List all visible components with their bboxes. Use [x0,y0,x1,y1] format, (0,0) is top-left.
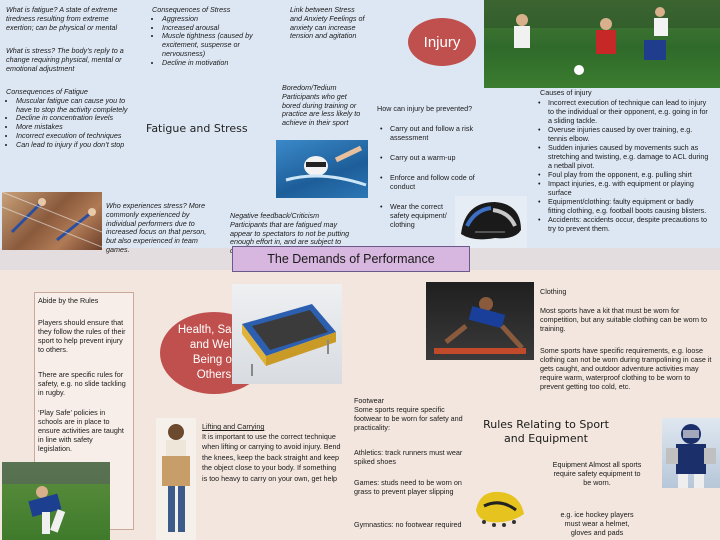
list-item: •Equipment/clothing: faulty equipment or… [538,197,707,215]
cause-item-label: Overuse injuries caused by over training… [548,125,693,143]
abide-para-2: There are specific rules for safety, e.g… [38,370,126,397]
cause-item-label: Accidents: accidents occur, despite prec… [548,215,708,233]
rules-title: Rules Relating to Sport and Equipment [483,418,609,446]
prevent-title: How can injury be prevented? [377,104,473,113]
consequences-stress-title: Consequences of Stress [152,5,231,14]
cause-item-label: Incorrect execution of technique can lea… [548,98,708,125]
causes-title: Causes of injury [540,88,592,97]
abide-para-1: Players should ensure that they follow t… [38,318,126,354]
list-item: •Impact injuries, e.g. with equipment or… [538,179,694,197]
trampoline-photo [232,284,342,384]
prevent-item-label: Carry out and follow a risk assessment [390,124,474,142]
equipment-para-1: Equipment Almost all sports require safe… [552,460,642,487]
prevent-item-label: Enforce and follow code of conduct [390,173,475,191]
list-item: Incorrect execution of techniques [16,131,136,141]
boredom-tedium: Boredom/Tedium Participants who get bore… [282,83,361,128]
list-item: Muscle tightness (caused by excitement, … [162,31,282,58]
list-item: •Enforce and follow code of conduct [380,173,475,191]
injury-title-badge: Injury [408,18,476,66]
rules-panel [352,270,720,540]
footwear-para-3: Games: studs need to be worn on grass to… [354,478,462,496]
consequences-stress-list: Aggression Increased arousal Muscle tigh… [152,14,282,68]
banner-title: The Demands of Performance [267,252,435,266]
cause-item-label: Equipment/clothing: faulty equipment or … [548,197,707,215]
cycling-helmet-photo [455,196,527,248]
abide-para-3: ‘Play Safe’ policies in schools are in p… [38,408,124,453]
clothing-para-1: Most sports have a kit that must be worn… [540,306,708,333]
demands-banner: The Demands of Performance [232,246,470,272]
consequences-stress: Consequences of Stress Aggression Increa… [152,5,282,68]
list-item: •Carry out and follow a risk assessment [380,124,474,142]
ice-hockey-photo [662,418,720,488]
swimmer-photo [276,140,368,198]
list-item: •Overuse injuries caused by over trainin… [538,125,693,143]
consequences-fatigue-list: Muscular fatigue can cause you to have t… [6,96,136,150]
lifting-title: Lifting and Carrying [202,422,265,431]
footwear-para-1: Some sports require specific footwear to… [354,405,463,432]
list-item: Muscular fatigue can cause you to have t… [16,96,136,115]
clothing-para-2: Some sports have specific requirements, … [540,346,712,391]
list-item: •Sudden injuries caused by movements suc… [538,143,709,170]
who-experiences-stress: Who experiences stress? More commonly ex… [106,201,207,254]
footwear-para-2: Athletics: track runners must wear spike… [354,448,463,466]
lifting-box-photo [156,418,196,540]
prevent-item-label: Wear the correct safety equipment/ cloth… [390,202,447,229]
spiked-shoe-photo [470,470,530,540]
list-item: •Wear the correct safety equipment/ clot… [380,202,447,229]
list-item: Decline in concentration levels [16,114,136,123]
list-item: •Accidents: accidents occur, despite pre… [538,215,708,233]
injury-title: Injury [423,33,461,51]
cause-item-label: Sudden injuries caused by movements such… [548,143,709,170]
prevent-item-label: Carry out a warm-up [390,153,456,162]
fatigued-runners-photo [2,192,102,250]
list-item: •Foul play from the opponent, e.g. pulli… [538,170,692,179]
cause-item-label: Foul play from the opponent, e.g. pullin… [548,170,692,179]
list-item: Can lead to injury if you don’t stop [16,140,136,150]
sprinter-photo [426,282,534,360]
list-item: More mistakes [16,122,136,132]
lifting-text: It is important to use the correct techn… [202,432,341,483]
clothing-title: Clothing [540,287,567,296]
footwear-para-4: Gymnastics: no footwear required [354,520,462,529]
consequences-fatigue-title: Consequences of Fatigue [6,87,88,96]
list-item: •Carry out a warm-up [380,153,456,162]
equipment-para-2: e.g. ice hockey players must wear a helm… [560,510,634,537]
list-item: Decline in motivation [162,58,282,68]
list-item: Increased arousal [162,23,282,33]
fatigue-stress-title: Fatigue and Stress [146,122,248,135]
list-item: Aggression [162,14,282,24]
consequences-fatigue: Consequences of Fatigue Muscular fatigue… [6,87,136,150]
rugby-injury-photo [2,462,110,540]
abide-title: Abide by the Rules [38,296,99,305]
link-stress-anxiety: Link between Stress and Anxiety Feelings… [290,5,365,41]
cause-item-label: Impact injuries, e.g. with equipment or … [548,179,694,197]
footwear-title: Footwear [354,396,384,405]
what-is-fatigue: What is fatigue? A state of extreme tire… [6,5,118,32]
football-tackle-photo [484,0,720,88]
prevent-list: •Carry out and follow a risk assessment … [380,124,492,229]
list-item: •Incorrect execution of technique can le… [538,98,708,125]
what-is-stress: What is stress? The body’s reply to a ch… [6,46,124,73]
causes-list: •Incorrect execution of technique can le… [536,98,712,233]
